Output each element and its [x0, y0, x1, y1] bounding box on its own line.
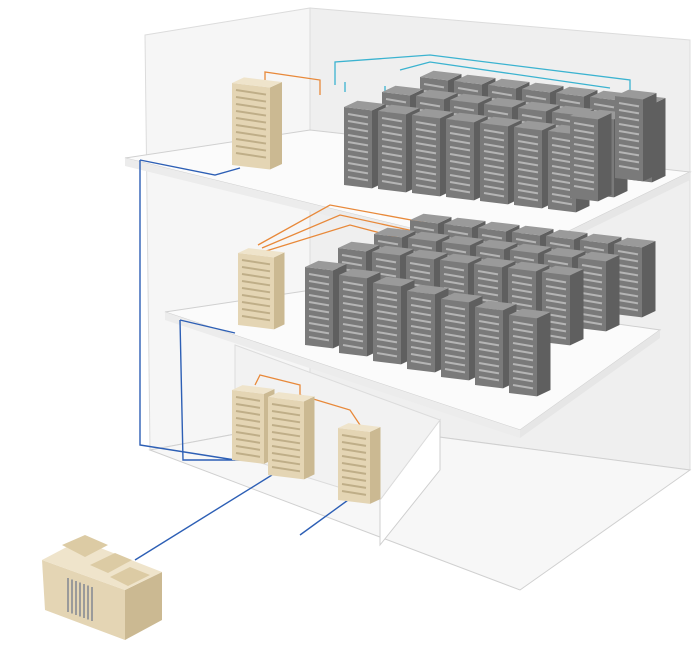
power-cabinet	[338, 423, 381, 504]
network-cable-1	[334, 54, 631, 95]
network-cable-2	[399, 61, 611, 89]
power-cable-top	[264, 71, 321, 95]
feed-cable-1	[139, 160, 236, 461]
feed-cable-3	[179, 319, 240, 461]
power-cabinet	[238, 248, 285, 330]
server-rack	[509, 308, 551, 397]
feed-cable-4	[179, 319, 236, 334]
feed-cable-2	[139, 159, 241, 176]
server-rack	[514, 120, 556, 209]
server-rack	[615, 89, 657, 182]
power-cabinet	[232, 385, 275, 464]
floor-2-slab-edge-left	[165, 312, 520, 438]
power-cable-low-1	[254, 374, 301, 395]
equipment	[42, 70, 666, 640]
power-cable-low-2	[299, 394, 361, 426]
feed-cable-5	[134, 469, 281, 561]
server-rack	[614, 237, 656, 318]
power-cabinet	[268, 392, 315, 480]
floor-2-slab-edge	[520, 330, 660, 438]
feed-cable-6	[299, 494, 356, 536]
power-cabinet	[232, 77, 282, 170]
server-rack	[570, 109, 612, 202]
generator-unit	[42, 535, 162, 640]
server-rack	[578, 251, 620, 332]
